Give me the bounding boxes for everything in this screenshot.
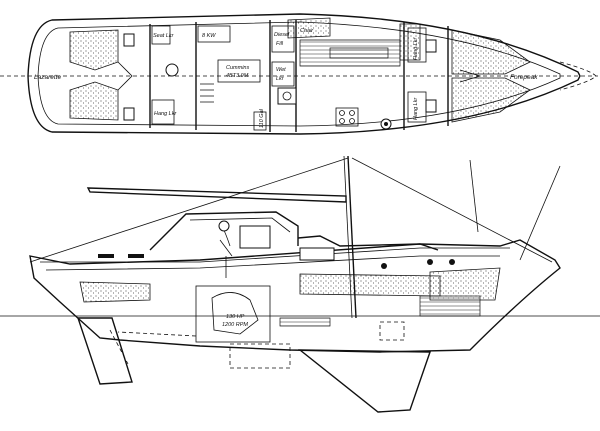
- fuel-tank-box: [253, 111, 267, 131]
- engine-block: [211, 292, 259, 335]
- forepeak-chain: [459, 69, 482, 83]
- helmsman: [219, 225, 233, 278]
- hull-profile: [29, 239, 561, 353]
- pilothouse-window: [239, 225, 271, 249]
- galley-sink: [277, 87, 297, 105]
- profile-sole-2: [419, 295, 481, 317]
- salon-table: [329, 47, 389, 59]
- galley-stove: [335, 107, 359, 127]
- generator-box: [197, 25, 231, 43]
- label-wet-top: Wet: [276, 67, 286, 73]
- fwd-head-center: [384, 122, 388, 126]
- label-diesel-top: Diesel: [274, 32, 290, 38]
- profile-view: 130 HP 1200 RPM: [0, 155, 600, 413]
- vee-berth-stbd: [451, 77, 531, 123]
- label-hang-lkr-fwd-bottom: Hang Lkr: [413, 97, 419, 120]
- holding-tank-outline: [379, 321, 405, 341]
- plan-deck-line: [37, 21, 561, 127]
- profile-sole-1: [279, 317, 331, 327]
- engine-compartment: [195, 285, 271, 343]
- label-engine-hp: 130 HP: [226, 314, 245, 320]
- label-hang-lkr-aft: Hang Lkr: [154, 111, 177, 117]
- porthole-aft-1: [98, 254, 114, 258]
- stove-burner-4: [349, 118, 355, 124]
- profile-vee-berth: [429, 267, 501, 301]
- vee-berth-port: [451, 29, 531, 75]
- label-generator: 8 KW: [202, 33, 216, 39]
- label-hang-lkr-fwd-top: Hang Lkr: [413, 37, 419, 60]
- forward-cabin-trunk: [297, 235, 439, 251]
- helmsman-head: [218, 220, 230, 232]
- porthole-aft-2: [128, 254, 144, 258]
- companionway-steps: [200, 83, 214, 103]
- staysail-stay: [469, 159, 479, 233]
- aft-berth-port: [69, 29, 119, 71]
- sink-bowl: [282, 91, 292, 101]
- porthole-fwd-1: [381, 263, 387, 269]
- hang-locker-aft-box: [151, 99, 175, 125]
- aft-cockpit-edge: [117, 61, 133, 91]
- seat-locker-box: [151, 25, 171, 45]
- label-engine-1: Cummins: [226, 65, 249, 71]
- prop-shaft: [117, 331, 197, 337]
- settee-port: [287, 17, 331, 39]
- boom: [86, 187, 347, 203]
- water-tank-outline: [229, 343, 291, 369]
- wet-locker-box: [271, 61, 295, 87]
- keel: [297, 349, 431, 413]
- aft-head: [165, 63, 179, 77]
- pilothouse: [149, 211, 299, 251]
- aft-berth-stbd: [69, 81, 119, 121]
- rudder: [77, 317, 133, 385]
- saloon-window: [299, 247, 335, 261]
- cushion-3: [425, 39, 437, 53]
- stove-burner-3: [339, 118, 345, 124]
- porthole-fwd-3: [449, 259, 455, 265]
- cushion-1: [123, 33, 135, 47]
- stove-burner-1: [339, 110, 345, 116]
- cushion-2: [123, 107, 135, 121]
- rub-rail: [45, 255, 500, 271]
- label-diesel-bottom: Fill: [276, 41, 284, 47]
- label-lazarette: Lazarette: [34, 74, 61, 81]
- cushion-4: [425, 99, 437, 113]
- label-chair: Chair: [300, 28, 314, 34]
- profile-aft-berth: [79, 281, 151, 303]
- backstay: [29, 157, 349, 263]
- porthole-fwd-2: [427, 259, 433, 265]
- bobstay: [519, 165, 561, 261]
- label-forepeak: Forepeak: [510, 74, 538, 81]
- profile-settee: [299, 273, 441, 297]
- diesel-fill-box: [271, 25, 295, 53]
- plan-view: Lazarette Forepeak Seat Lkr Hang Lkr 8 K…: [0, 13, 598, 135]
- label-seat-lkr: Seat Lkr: [153, 33, 175, 39]
- label-engine-2: 4BT3.9M: [226, 73, 249, 79]
- label-engine-rpm: 1200 RPM: [222, 322, 248, 328]
- forestay: [351, 157, 553, 263]
- engine-box: [217, 59, 261, 83]
- bowsprit-outline: [559, 61, 597, 91]
- pilothouse-roof-line: [189, 217, 291, 233]
- label-wet-bottom: Lkr: [276, 76, 285, 82]
- stove-burner-2: [349, 110, 355, 116]
- label-fuel-gal: 110 Gal: [259, 108, 265, 128]
